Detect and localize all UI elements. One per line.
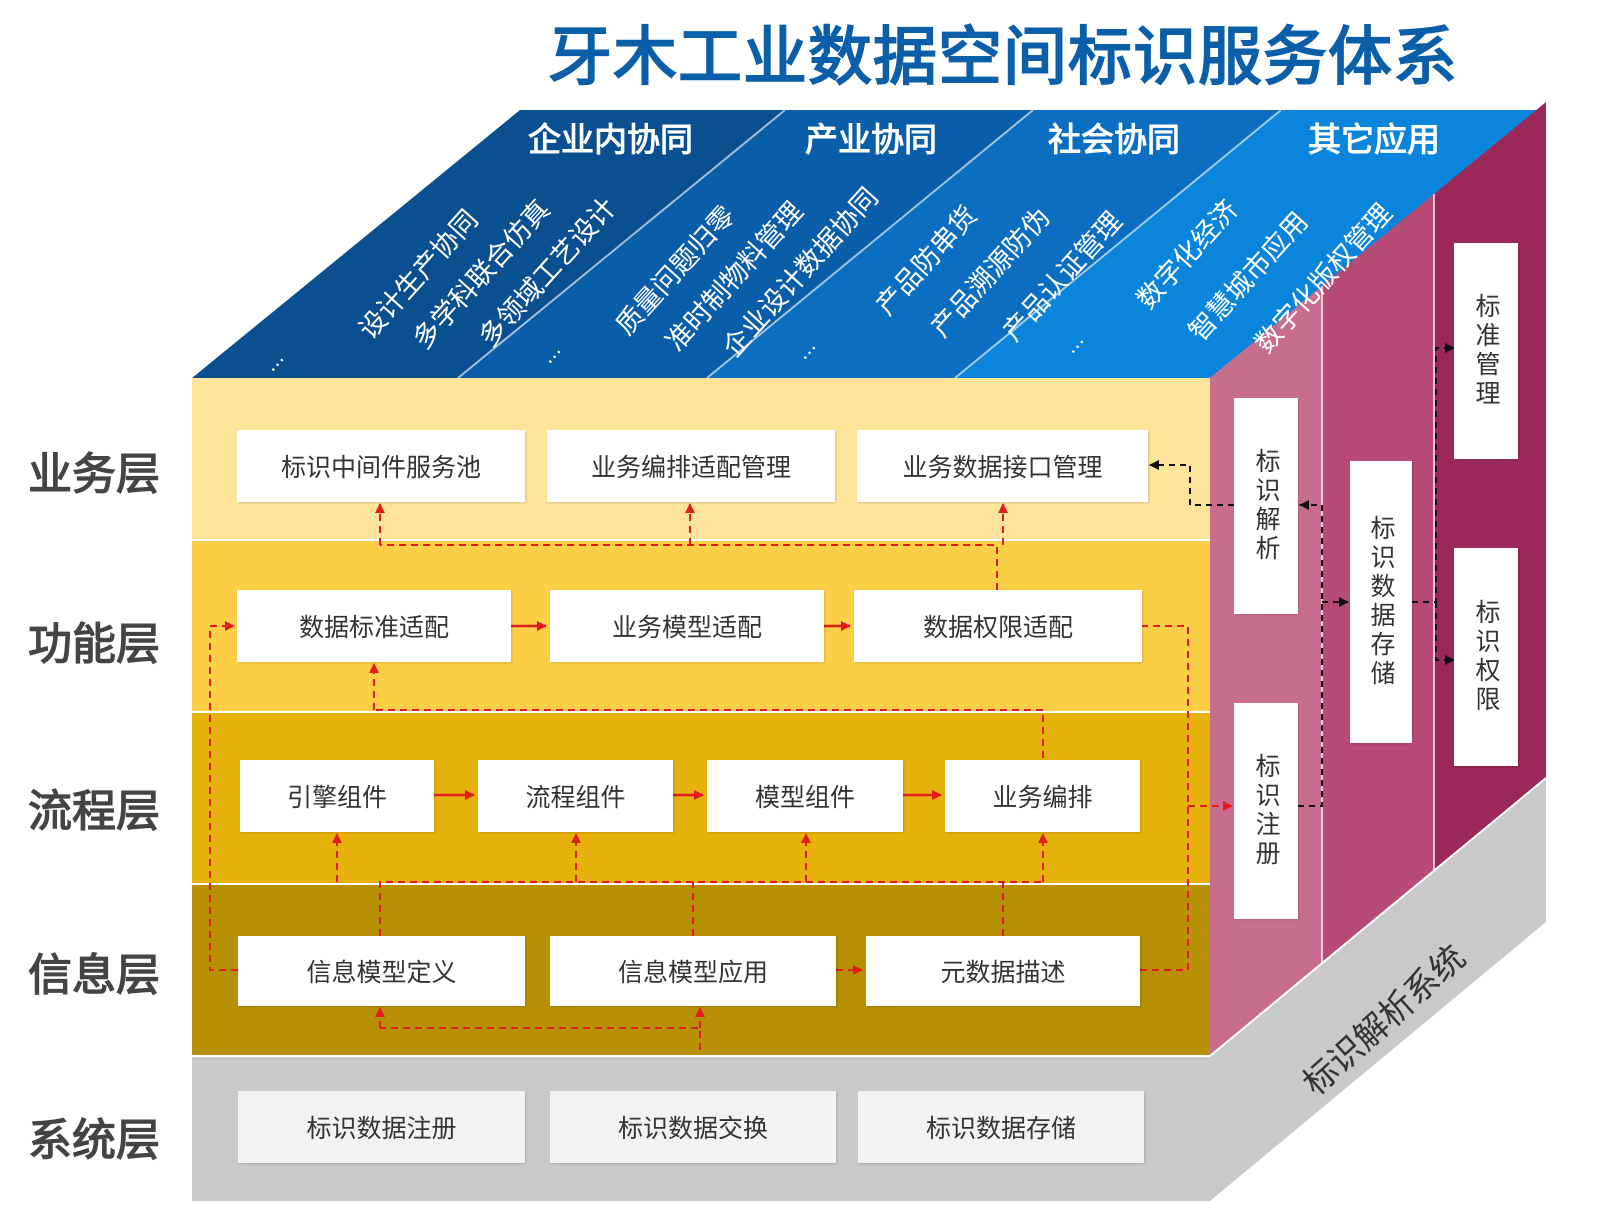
side-box-register: 标识注册 (1234, 703, 1298, 919)
info-box-model-definition: 信息模型定义 (238, 936, 525, 1006)
info-box-metadata: 元数据描述 (866, 936, 1140, 1006)
info-box-model-application: 信息模型应用 (550, 936, 836, 1006)
system-box-exchange: 标识数据交换 (550, 1091, 836, 1163)
side-box-storage: 标识数据存储 (1350, 461, 1412, 743)
business-box-orchestration-adapt: 业务编排适配管理 (547, 430, 835, 502)
side-box-permission: 标识权限 (1454, 548, 1518, 766)
function-box-data-standard: 数据标准适配 (237, 590, 511, 662)
layer-label-process: 流程层 (28, 786, 160, 837)
process-box-workflow: 流程组件 (478, 760, 673, 832)
business-box-data-interface: 业务数据接口管理 (857, 430, 1148, 502)
function-box-data-permission: 数据权限适配 (854, 590, 1142, 662)
function-box-business-model: 业务模型适配 (550, 590, 824, 662)
category-society: 社会协同 (1048, 120, 1180, 159)
top-strip-other (955, 110, 1540, 378)
layer-label-system: 系统层 (28, 1115, 160, 1166)
page-title: 牙木工业数据空间标识服务体系 (548, 21, 1458, 95)
side-box-parse: 标识解析 (1234, 398, 1298, 614)
top-strip-enterprise (192, 110, 785, 378)
process-box-orchestration: 业务编排 (945, 760, 1140, 832)
category-industry: 产业协同 (805, 120, 937, 159)
system-box-registration: 标识数据注册 (238, 1091, 525, 1163)
category-enterprise: 企业内协同 (528, 120, 693, 159)
process-box-engine: 引擎组件 (240, 760, 434, 832)
layer-label-info: 信息层 (28, 950, 160, 1001)
side-system-base (1210, 778, 1546, 1201)
top-strip-industry (458, 110, 1033, 378)
system-box-storage: 标识数据存储 (858, 1091, 1144, 1163)
business-box-middleware-pool: 标识中间件服务池 (237, 430, 525, 502)
side-box-standard: 标准管理 (1454, 243, 1518, 459)
top-strip-society (707, 110, 1281, 378)
layer-label-business: 业务层 (28, 449, 160, 500)
category-other: 其它应用 (1308, 120, 1440, 159)
layer-label-function: 功能层 (28, 619, 160, 670)
process-box-model: 模型组件 (707, 760, 903, 832)
